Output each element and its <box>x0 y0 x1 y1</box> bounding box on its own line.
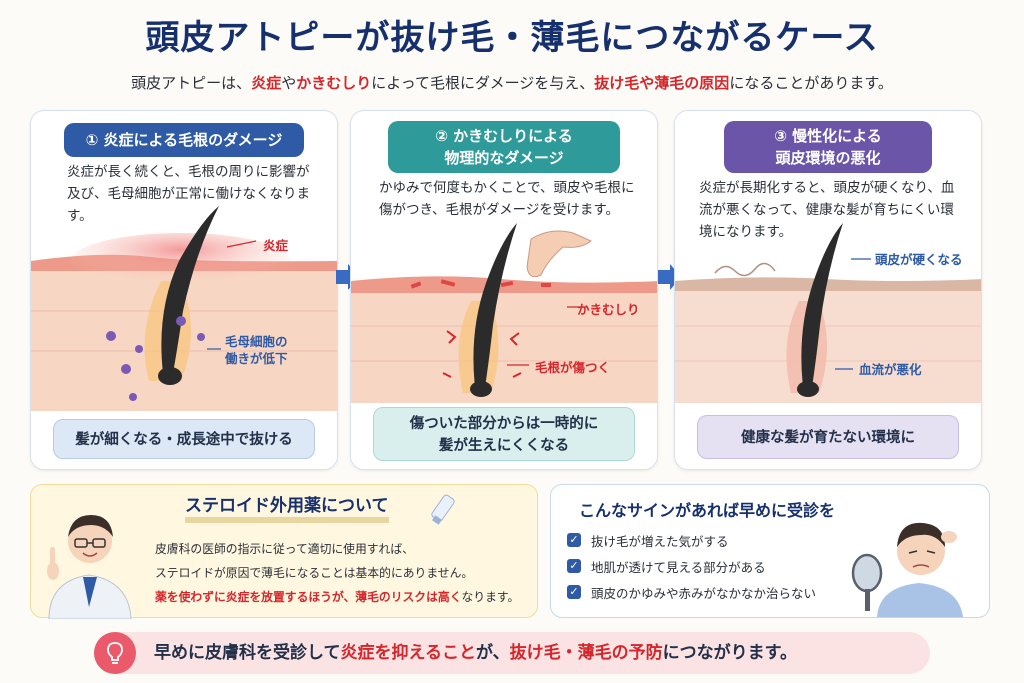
card-heading: ③ 慢性化による 頭皮環境の悪化 <box>724 121 932 173</box>
cell-label: 毛母細胞の 働きが低下 <box>225 334 288 366</box>
hard-scalp-label: 頭皮が硬くなる <box>875 252 963 267</box>
chronic-scalp-illustration <box>675 223 981 403</box>
page-title: 頭皮アトピーが抜け毛・薄毛につながるケース <box>139 10 885 59</box>
blood-flow-label: 血流が悪化 <box>859 362 922 377</box>
signs-title: こんなサインがあれば早めに受診を <box>579 501 836 520</box>
ointment-tube-icon <box>431 494 455 525</box>
check-icon: ✓ <box>567 533 581 547</box>
card-description: かゆみで何度もかくことで、頭皮や毛根に傷がつき、毛根がダメージを受けます。 <box>379 180 635 218</box>
footer-banner: 早めに皮膚科を受診して炎症を抑えることが、抜け毛・薄毛の予防につながります。 <box>94 632 930 674</box>
card-result: 健康な髪が育たない環境に <box>697 415 959 459</box>
signs-box: こんなサインがあれば早めに受診を ✓抜け毛が増えた気がする ✓地肌が透けて見える… <box>550 484 990 618</box>
card-heading: ① 炎症による毛根のダメージ <box>64 123 304 157</box>
scratch-label: かきむしり <box>577 302 640 317</box>
check-icon: ✓ <box>567 585 581 599</box>
title-area: 頭皮アトピーが抜け毛・薄毛につながるケース <box>0 10 1024 59</box>
steroid-body: 皮膚科の医師の指示に従って適切に使用すれば、 ステロイドが原因で薄毛になることは… <box>155 542 520 604</box>
lead-text: 頭皮アトピーは、炎症やかきむしりによって毛根にダメージを与え、抜け毛や薄毛の原因… <box>131 74 893 92</box>
card-description: 炎症が長期化すると、頭皮が硬くなり、血流が悪くなって、健康な髪が育ちにくい環境に… <box>699 180 955 240</box>
inflammation-label: 炎症 <box>263 238 289 253</box>
card-chronic: ③ 慢性化による 頭皮環境の悪化 炎症が長期化すると、頭皮が硬くなり、血流が悪く… <box>674 110 982 470</box>
list-item: ✓抜け毛が増えた気がする <box>567 527 816 553</box>
steroid-info-box: ステロイド外用薬について 皮膚科の医師の指示に従って適切に使用すれば、 ステロイ… <box>30 484 538 619</box>
list-item: ✓地肌が透けて見える部分がある <box>567 553 816 579</box>
scratched-scalp-illustration <box>351 223 657 403</box>
check-icon: ✓ <box>567 559 581 573</box>
footer-text: 早めに皮膚科を受診して炎症を抑えることが、抜け毛・薄毛の予防につながります。 <box>154 643 797 663</box>
list-item: ✓頭皮のかゆみや赤みがなかなか治らない <box>567 579 816 605</box>
lightbulb-icon <box>94 632 136 674</box>
card-scratching: ② かきむしりによる 物理的なダメージ かゆみで何度もかくことで、頭皮や毛根に傷… <box>350 110 658 470</box>
card-description: 炎症が長く続くと、毛根の周りに影響が及び、毛母細胞が正常に働けなくなります。 <box>67 164 310 224</box>
card-result: 傷ついた部分からは一時的に 髪が生えにくくなる <box>373 407 635 461</box>
root-damage-label: 毛根が傷つく <box>535 360 611 375</box>
doctor-illustration <box>47 515 132 619</box>
card-result: 髪が細くなる・成長途中で抜ける <box>53 419 315 459</box>
card-heading: ② かきむしりによる 物理的なダメージ <box>388 121 620 173</box>
card-inflammation: ① 炎症による毛根のダメージ 炎症が長く続くと、毛根の周りに影響が及び、毛母細胞… <box>30 110 338 470</box>
signs-list: ✓抜け毛が増えた気がする ✓地肌が透けて見える部分がある ✓頭皮のかゆみや赤みが… <box>567 527 816 605</box>
inflamed-scalp-illustration <box>31 206 337 411</box>
steroid-title: ステロイド外用薬について <box>185 495 389 523</box>
worried-man-illustration <box>851 522 963 617</box>
